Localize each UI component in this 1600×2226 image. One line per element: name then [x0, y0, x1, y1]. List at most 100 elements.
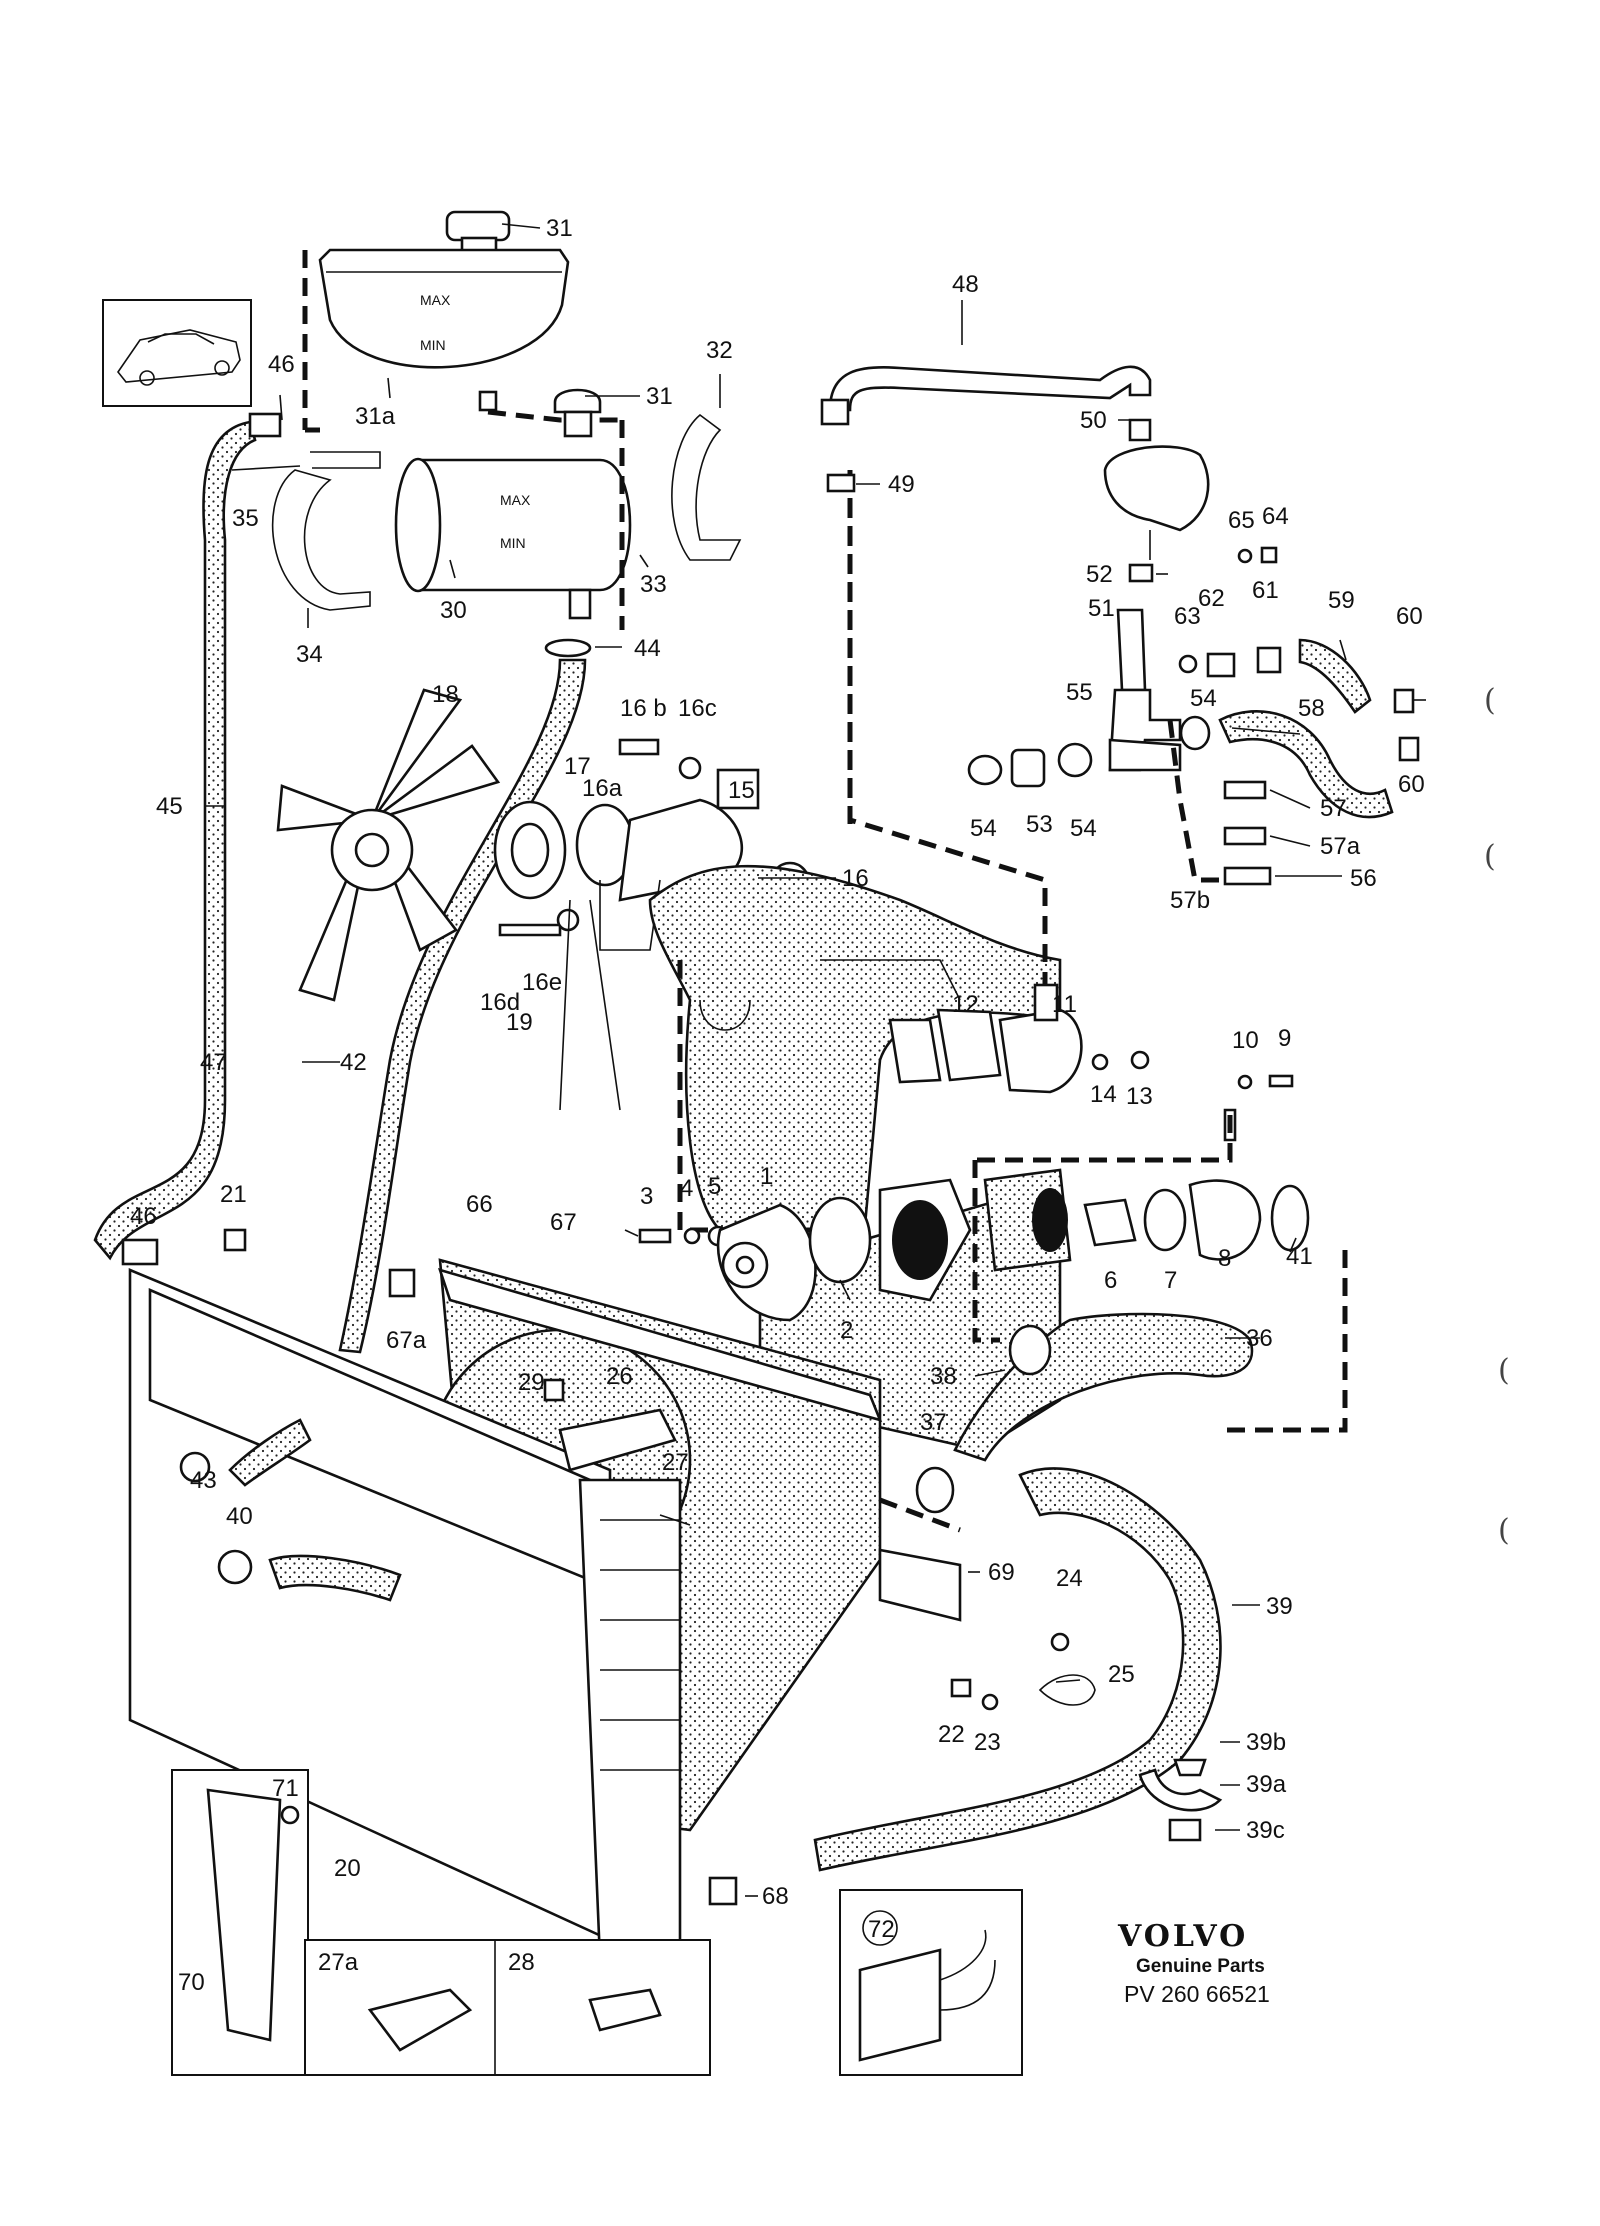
- diagram-code: PV 260 66521: [1124, 1981, 1270, 2007]
- callout-34: 34: [296, 641, 323, 668]
- clip-68: [708, 1876, 738, 1906]
- dash-leader-thermo-top: [975, 1115, 1233, 1163]
- dash-leader-37: [879, 1497, 961, 1533]
- callout-67a: 67a: [386, 1327, 427, 1354]
- callout-42: 42: [340, 1049, 367, 1076]
- callout-7: 7: [1164, 1267, 1177, 1294]
- margin-mark-2: (: [1484, 839, 1496, 874]
- bolt-16b: [618, 738, 660, 756]
- callout-22: 22: [938, 1721, 965, 1748]
- callout-50: 50: [1080, 407, 1107, 434]
- callout-29: 29: [518, 1369, 545, 1396]
- hose-51: [1116, 608, 1147, 692]
- tank-lower-min-mark: MIN: [500, 535, 526, 551]
- callout-57b: 57b: [1170, 887, 1210, 914]
- callout-44: 44: [634, 635, 661, 662]
- wire-25: [1038, 1674, 1096, 1706]
- callout-48: 48: [952, 271, 979, 298]
- hose-clamp-46-top: [248, 412, 282, 438]
- callout-61: 61: [1252, 577, 1279, 604]
- callout-56: 56: [1350, 865, 1377, 892]
- margin-mark-3: (: [1498, 1353, 1510, 1388]
- callout-31: 31: [546, 215, 573, 242]
- callout-51: 51: [1088, 595, 1115, 622]
- callout-57a: 57a: [1320, 833, 1361, 860]
- callout-43: 43: [190, 1467, 217, 1494]
- callout-62: 62: [1198, 585, 1225, 612]
- callout-4: 4: [680, 1175, 693, 1202]
- hose-clamp-40: [217, 1549, 253, 1585]
- radiator-hose-stub-40: [268, 1554, 402, 1602]
- hose-clip-44: [544, 638, 592, 658]
- expansion-tank-upper: MAX MIN: [318, 210, 570, 412]
- nut-39c: [1168, 1818, 1202, 1842]
- callout-1: 1: [760, 1163, 773, 1190]
- callout-67: 67: [550, 1209, 577, 1236]
- callout-16: 16: [842, 865, 869, 892]
- margin-marks: ( ( ( (: [1484, 683, 1510, 1548]
- tank-min-mark: MIN: [420, 337, 446, 353]
- callout-17: 17: [564, 753, 591, 780]
- callout-23: 23: [974, 1729, 1001, 1756]
- callout-16e: 16e: [522, 969, 562, 996]
- hose-clamps-53-54: [967, 715, 1211, 788]
- callout-63: 63: [1174, 603, 1201, 630]
- callout-46-top: 46: [268, 351, 295, 378]
- callout-39c: 39c: [1246, 1817, 1285, 1844]
- callout-2: 2: [840, 1317, 853, 1344]
- callout-32: 32: [706, 337, 733, 364]
- callout-66: 66: [466, 1191, 493, 1218]
- callout-9: 9: [1278, 1025, 1291, 1052]
- expansion-tank-lower: MAX MIN: [271, 388, 742, 620]
- bolt-21: [223, 1228, 247, 1252]
- thermostat-assembly: [983, 1074, 1310, 1272]
- thermostat-housing-upper: [888, 983, 1150, 1094]
- callout-69: 69: [988, 1559, 1015, 1586]
- bracket-69: [878, 1548, 962, 1622]
- callout-18: 18: [432, 681, 459, 708]
- callout-58: 58: [1298, 695, 1325, 722]
- washer-23: [981, 1693, 999, 1711]
- radiator: [128, 1258, 883, 1962]
- part-callout-labels: 31 31 31a 46 35 30 34 32 33 44 48 50 49 …: [130, 215, 1425, 1996]
- tank-max-mark: MAX: [420, 292, 451, 308]
- t-connector-55: [1108, 688, 1182, 772]
- callout-64: 64: [1262, 503, 1289, 530]
- callout-11: 11: [1052, 991, 1077, 1018]
- vehicle-thumbnail: [102, 299, 252, 407]
- bolt-39b: [1173, 1758, 1207, 1777]
- callout-16c: 16c: [678, 695, 717, 722]
- callout-40: 40: [226, 1503, 253, 1530]
- volvo-logo: VOLVO: [1117, 1919, 1248, 1954]
- callout-10: 10: [1232, 1027, 1259, 1054]
- callout-72: 72: [868, 1916, 895, 1943]
- label-box-15: [716, 768, 760, 810]
- clamp-39a: [1138, 1768, 1223, 1812]
- callout-39a: 39a: [1246, 1771, 1287, 1798]
- callout-35: 35: [232, 505, 259, 532]
- callout-60-top: 60: [1396, 603, 1423, 630]
- hose-42: [338, 658, 587, 1354]
- callout-59: 59: [1328, 587, 1355, 614]
- callout-24: 24: [1056, 1565, 1083, 1592]
- callout-46-bottom: 46: [130, 1203, 157, 1230]
- clip-49: [826, 473, 856, 493]
- hose-45-47: [93, 420, 257, 1261]
- hose-clamp-38: [1008, 1324, 1052, 1376]
- washer-16c: [678, 756, 702, 780]
- callout-21: 21: [220, 1181, 247, 1208]
- clip-67a: [388, 1268, 416, 1298]
- callout-leaders: [205, 223, 1426, 1897]
- radiator-hose-stub-43: [228, 1418, 312, 1487]
- callout-6: 6: [1104, 1267, 1117, 1294]
- margin-mark-4: (: [1498, 1513, 1510, 1548]
- callout-55: 55: [1066, 679, 1093, 706]
- callout-33: 33: [640, 571, 667, 598]
- callout-5: 5: [708, 1173, 721, 1200]
- fittings-61-65: [1178, 546, 1282, 678]
- sensors-56-57: [1223, 780, 1272, 886]
- callout-65: 65: [1228, 507, 1255, 534]
- callout-54-mid: 54: [1070, 815, 1097, 842]
- cooling-fan: [276, 688, 501, 1002]
- callout-45: 45: [156, 793, 183, 820]
